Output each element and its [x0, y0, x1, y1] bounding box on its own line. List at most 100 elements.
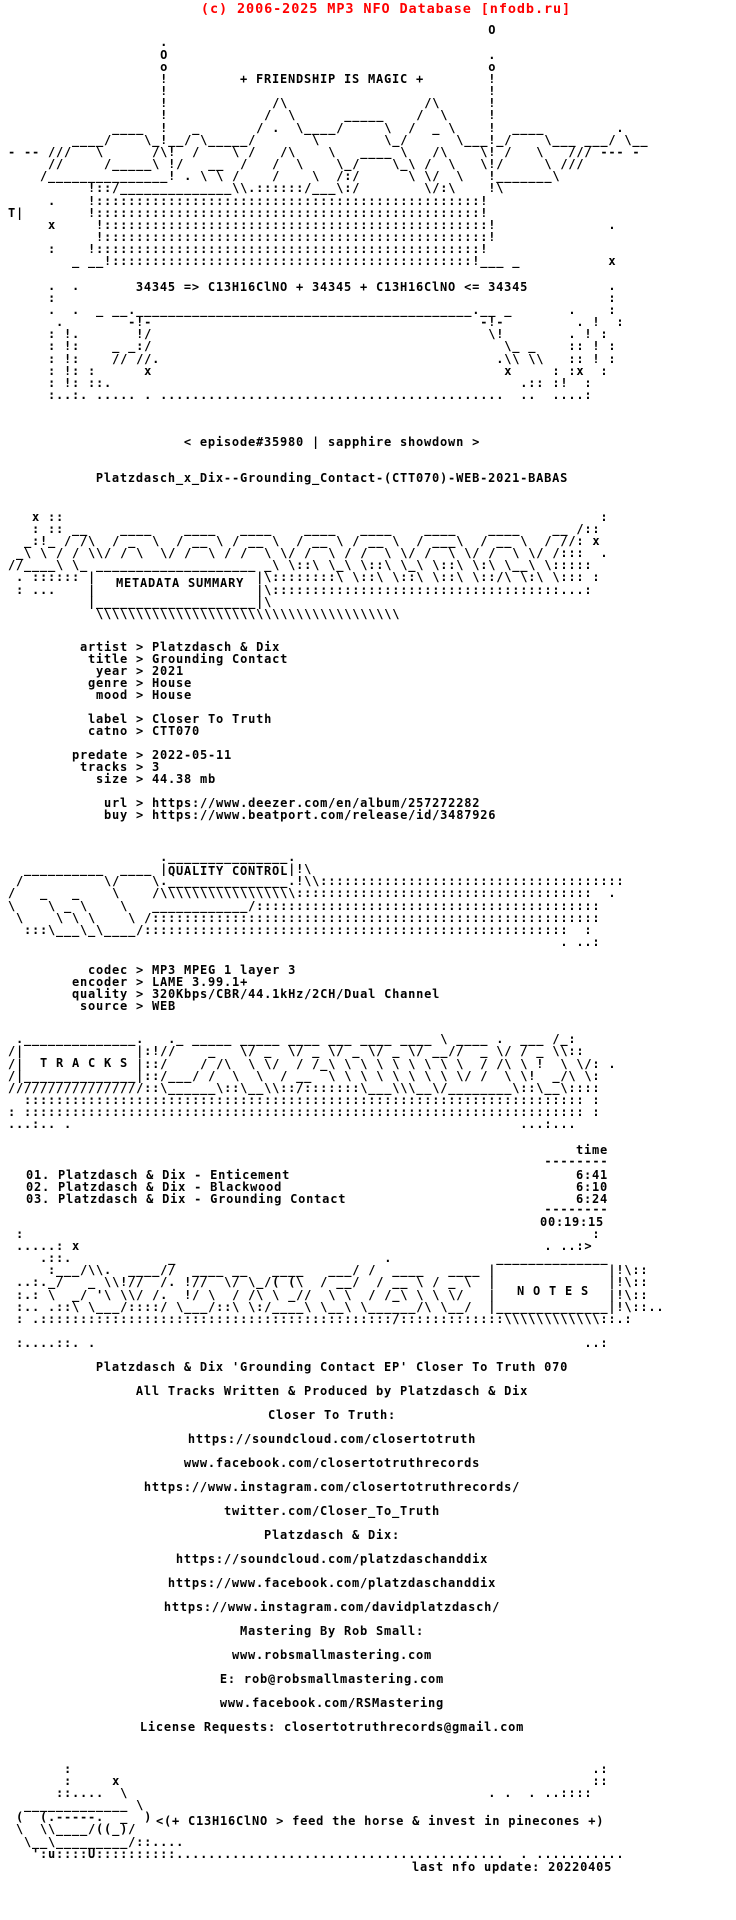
field-value: MP3 MPEG 1 layer 3: [152, 963, 297, 977]
field-key: mood: [95, 688, 128, 702]
kv-separator: >: [128, 796, 153, 810]
field-value: Platzdasch & Dix: [152, 640, 281, 654]
quality-field-row: source > WEB: [72, 1000, 176, 1012]
copyright-banner: (c) 2006-2025 MP3 NFO Database [nfodb.ru…: [200, 1, 572, 17]
field-value: WEB: [152, 999, 177, 1013]
track-number: 01.: [26, 1168, 51, 1182]
kv-separator: >: [128, 688, 153, 702]
track-number: 03.: [26, 1192, 51, 1206]
field-key: artist: [79, 640, 128, 654]
total-time: 00:19:15: [540, 1215, 605, 1229]
kv-separator: >: [128, 808, 153, 822]
kv-separator: >: [128, 676, 153, 690]
kv-separator: >: [128, 963, 153, 977]
chemical-formula-line: 34345 => C13H16ClNO + 34345 + C13H16ClNO…: [135, 280, 529, 294]
metadata-field-row: title > Grounding Contact: [72, 653, 288, 665]
field-value: 2022-05-11: [152, 748, 233, 762]
kv-separator: >: [128, 999, 153, 1013]
notes-line: https://www.facebook.com/platzdaschanddi…: [167, 1576, 497, 1590]
metadata-field-row: url > https://www.deezer.com/en/album/25…: [72, 797, 480, 809]
kv-separator: >: [128, 748, 153, 762]
time-column-header: time: [576, 1143, 609, 1157]
section-title-notes: N O T E S: [517, 1284, 590, 1298]
section-title-quality: QUALITY CONTROL: [168, 864, 289, 878]
kv-separator: >: [128, 772, 153, 786]
notes-line: Platzdasch & Dix 'Grounding Contact EP' …: [95, 1360, 569, 1374]
notes-line: www.facebook.com/closertotruthrecords: [183, 1456, 481, 1470]
notes-line: E: rob@robsmallmastering.com: [219, 1672, 445, 1686]
field-key: year: [95, 664, 128, 678]
kv-separator: >: [128, 760, 153, 774]
section-title-tracks: T R A C K S: [40, 1056, 129, 1070]
notes-line: https://soundcloud.com/closertotruth: [187, 1432, 477, 1446]
notes-line: www.robsmallmastering.com: [231, 1648, 433, 1662]
horse-caption: <(+ C13H16ClNO > feed the horse & invest…: [156, 1814, 605, 1828]
slogan-text: + FRIENDSHIP IS MAGIC +: [239, 72, 425, 86]
kv-separator: >: [128, 664, 153, 678]
metadata-field-row: year > 2021: [72, 665, 184, 677]
notes-line: twitter.com/Closer_To_Truth: [223, 1504, 441, 1518]
track-row: 01. Platzdasch & Dix - Enticement: [26, 1169, 290, 1181]
track-title: Platzdasch & Dix - Enticement: [58, 1168, 291, 1182]
metadata-field-row: genre > House: [72, 677, 192, 689]
quality-field-row: codec > MP3 MPEG 1 layer 3: [72, 964, 296, 976]
field-key: catno: [87, 724, 128, 738]
field-key: source: [79, 999, 128, 1013]
section-title-metadata: METADATA SUMMARY: [116, 576, 245, 590]
kv-separator: >: [128, 712, 153, 726]
metadata-field-row: catno > CTT070: [72, 725, 200, 737]
quality-field-row: encoder > LAME 3.99.1+: [72, 976, 248, 988]
metadata-field-row: size > 44.38 mb: [72, 773, 216, 785]
field-key: quality: [72, 987, 129, 1001]
field-value: 2021: [152, 664, 185, 678]
field-value: 44.38 mb: [152, 772, 217, 786]
notes-line: https://www.instagram.com/davidplatzdasc…: [163, 1600, 501, 1614]
field-key: buy: [103, 808, 128, 822]
field-key: encoder: [72, 975, 129, 989]
kv-separator: >: [128, 987, 153, 1001]
ascii-art: O . O . o o !: [8, 23, 665, 1861]
metadata-field-row: tracks > 3: [72, 761, 160, 773]
notes-line: Platzdasch & Dix:: [263, 1528, 401, 1542]
kv-separator: >: [128, 975, 153, 989]
last-update: last nfo update: 20220405: [412, 1860, 613, 1874]
notes-line: https://www.instagram.com/closertotruthr…: [143, 1480, 521, 1494]
field-key: codec: [87, 963, 128, 977]
kv-separator: >: [128, 724, 153, 738]
field-key: genre: [87, 676, 128, 690]
field-value: https://www.beatport.com/release/id/3487…: [152, 808, 497, 822]
field-key: title: [87, 652, 128, 666]
field-key: tracks: [79, 760, 128, 774]
notes-line: https://soundcloud.com/platzdaschanddix: [175, 1552, 489, 1566]
track-title: Platzdasch & Dix - Grounding Contact: [58, 1192, 347, 1206]
track-title: Platzdasch & Dix - Blackwood: [58, 1180, 283, 1194]
field-key: url: [103, 796, 128, 810]
field-value: https://www.deezer.com/en/album/25727228…: [152, 796, 481, 810]
metadata-field-row: buy > https://www.beatport.com/release/i…: [72, 809, 496, 821]
field-value: Grounding Contact: [152, 652, 289, 666]
track-time: 6:41: [576, 1168, 609, 1182]
field-value: House: [152, 688, 193, 702]
field-value: LAME 3.99.1+: [152, 975, 249, 989]
track-row: 02. Platzdasch & Dix - Blackwood: [26, 1181, 282, 1193]
kv-separator: >: [128, 652, 153, 666]
quality-field-row: quality > 320Kbps/CBR/44.1kHz/2CH/Dual C…: [72, 988, 440, 1000]
field-key: predate: [72, 748, 129, 762]
metadata-field-row: predate > 2022-05-11: [72, 749, 232, 761]
field-key: label: [87, 712, 128, 726]
field-value: Closer To Truth: [152, 712, 273, 726]
metadata-field-row: artist > Platzdasch & Dix: [72, 641, 280, 653]
field-key: size: [95, 772, 128, 786]
field-value: 3: [152, 760, 161, 774]
notes-line: All Tracks Written & Produced by Platzda…: [135, 1384, 529, 1398]
field-value: House: [152, 676, 193, 690]
track-row: 03. Platzdasch & Dix - Grounding Contact: [26, 1193, 346, 1205]
field-value: CTT070: [152, 724, 201, 738]
metadata-field-row: mood > House: [72, 689, 192, 701]
notes-line: Closer To Truth:: [267, 1408, 397, 1422]
notes-line: Mastering By Rob Small:: [239, 1624, 425, 1638]
episode-line: < episode#35980 | sapphire showdown >: [183, 435, 481, 449]
track-number: 02.: [26, 1180, 51, 1194]
notes-line: License Requests: closertotruthrecords@g…: [139, 1720, 525, 1734]
track-time: 6:24: [576, 1192, 609, 1206]
